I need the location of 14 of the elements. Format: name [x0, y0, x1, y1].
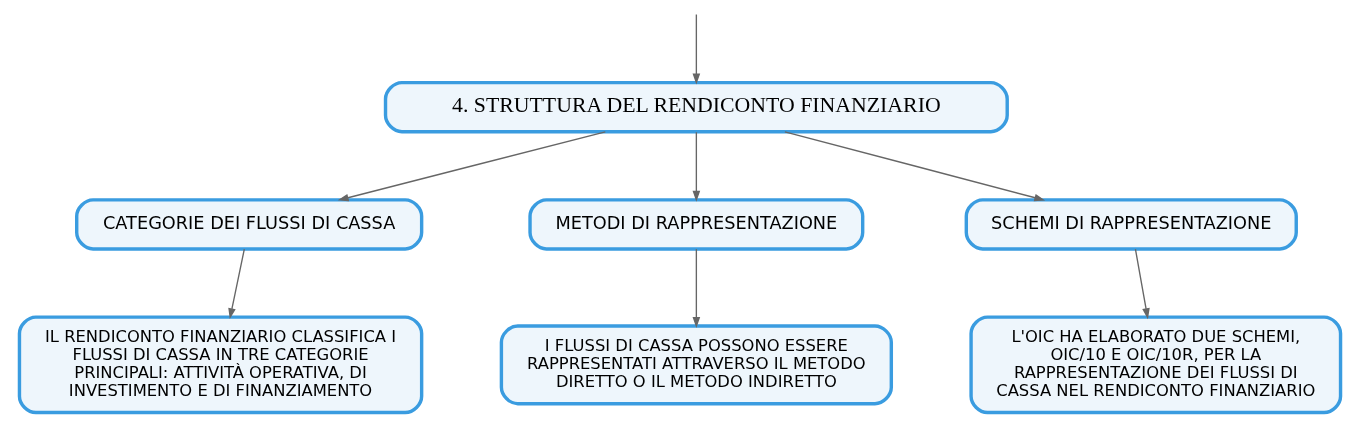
node-box: I FLUSSI DI CASSA POSSONO ESSERE RAPPRESENTATI ATTRAVERSO IL METODO DIRETTO O IL METODO INDIRETTO — [499, 324, 893, 406]
arrow — [227, 248, 245, 320]
arrow — [692, 13, 700, 85]
node-box: 4. STRUTTURA DEL RENDICONTO FINANZIARIO — [383, 80, 1009, 134]
node-box: CATEGORIE DEI FLUSSI DI CASSA — [74, 198, 423, 251]
arrow — [1134, 248, 1150, 320]
arrow — [783, 131, 1045, 202]
node-box: IL RENDICONTO FINANZIARIO CLASSIFICA I FLUSSI DI CASSA IN TRE CATEGORIE PRINCIPALI: ATTIVITÀ OPERATIVA, DI INVESTIMENTO E DI FINANZIAMENTO — [17, 315, 423, 415]
arrow — [692, 131, 700, 202]
node-box: METODI DI RAPPRESENTAZIONE — [527, 198, 864, 251]
node-box: SCHEMI DI RAPPRESENTAZIONE — [964, 198, 1298, 251]
arrow — [337, 131, 606, 202]
arrow — [692, 248, 700, 328]
node-box: L'OIC HA ELABORATO DUE SCHEMI, OIC/10 E OIC/10R, PER LA RAPPRESENTAZIONE DEI FLUSSI DI CASSA NEL RENDICONTO FINANZIARIO — [968, 315, 1342, 415]
